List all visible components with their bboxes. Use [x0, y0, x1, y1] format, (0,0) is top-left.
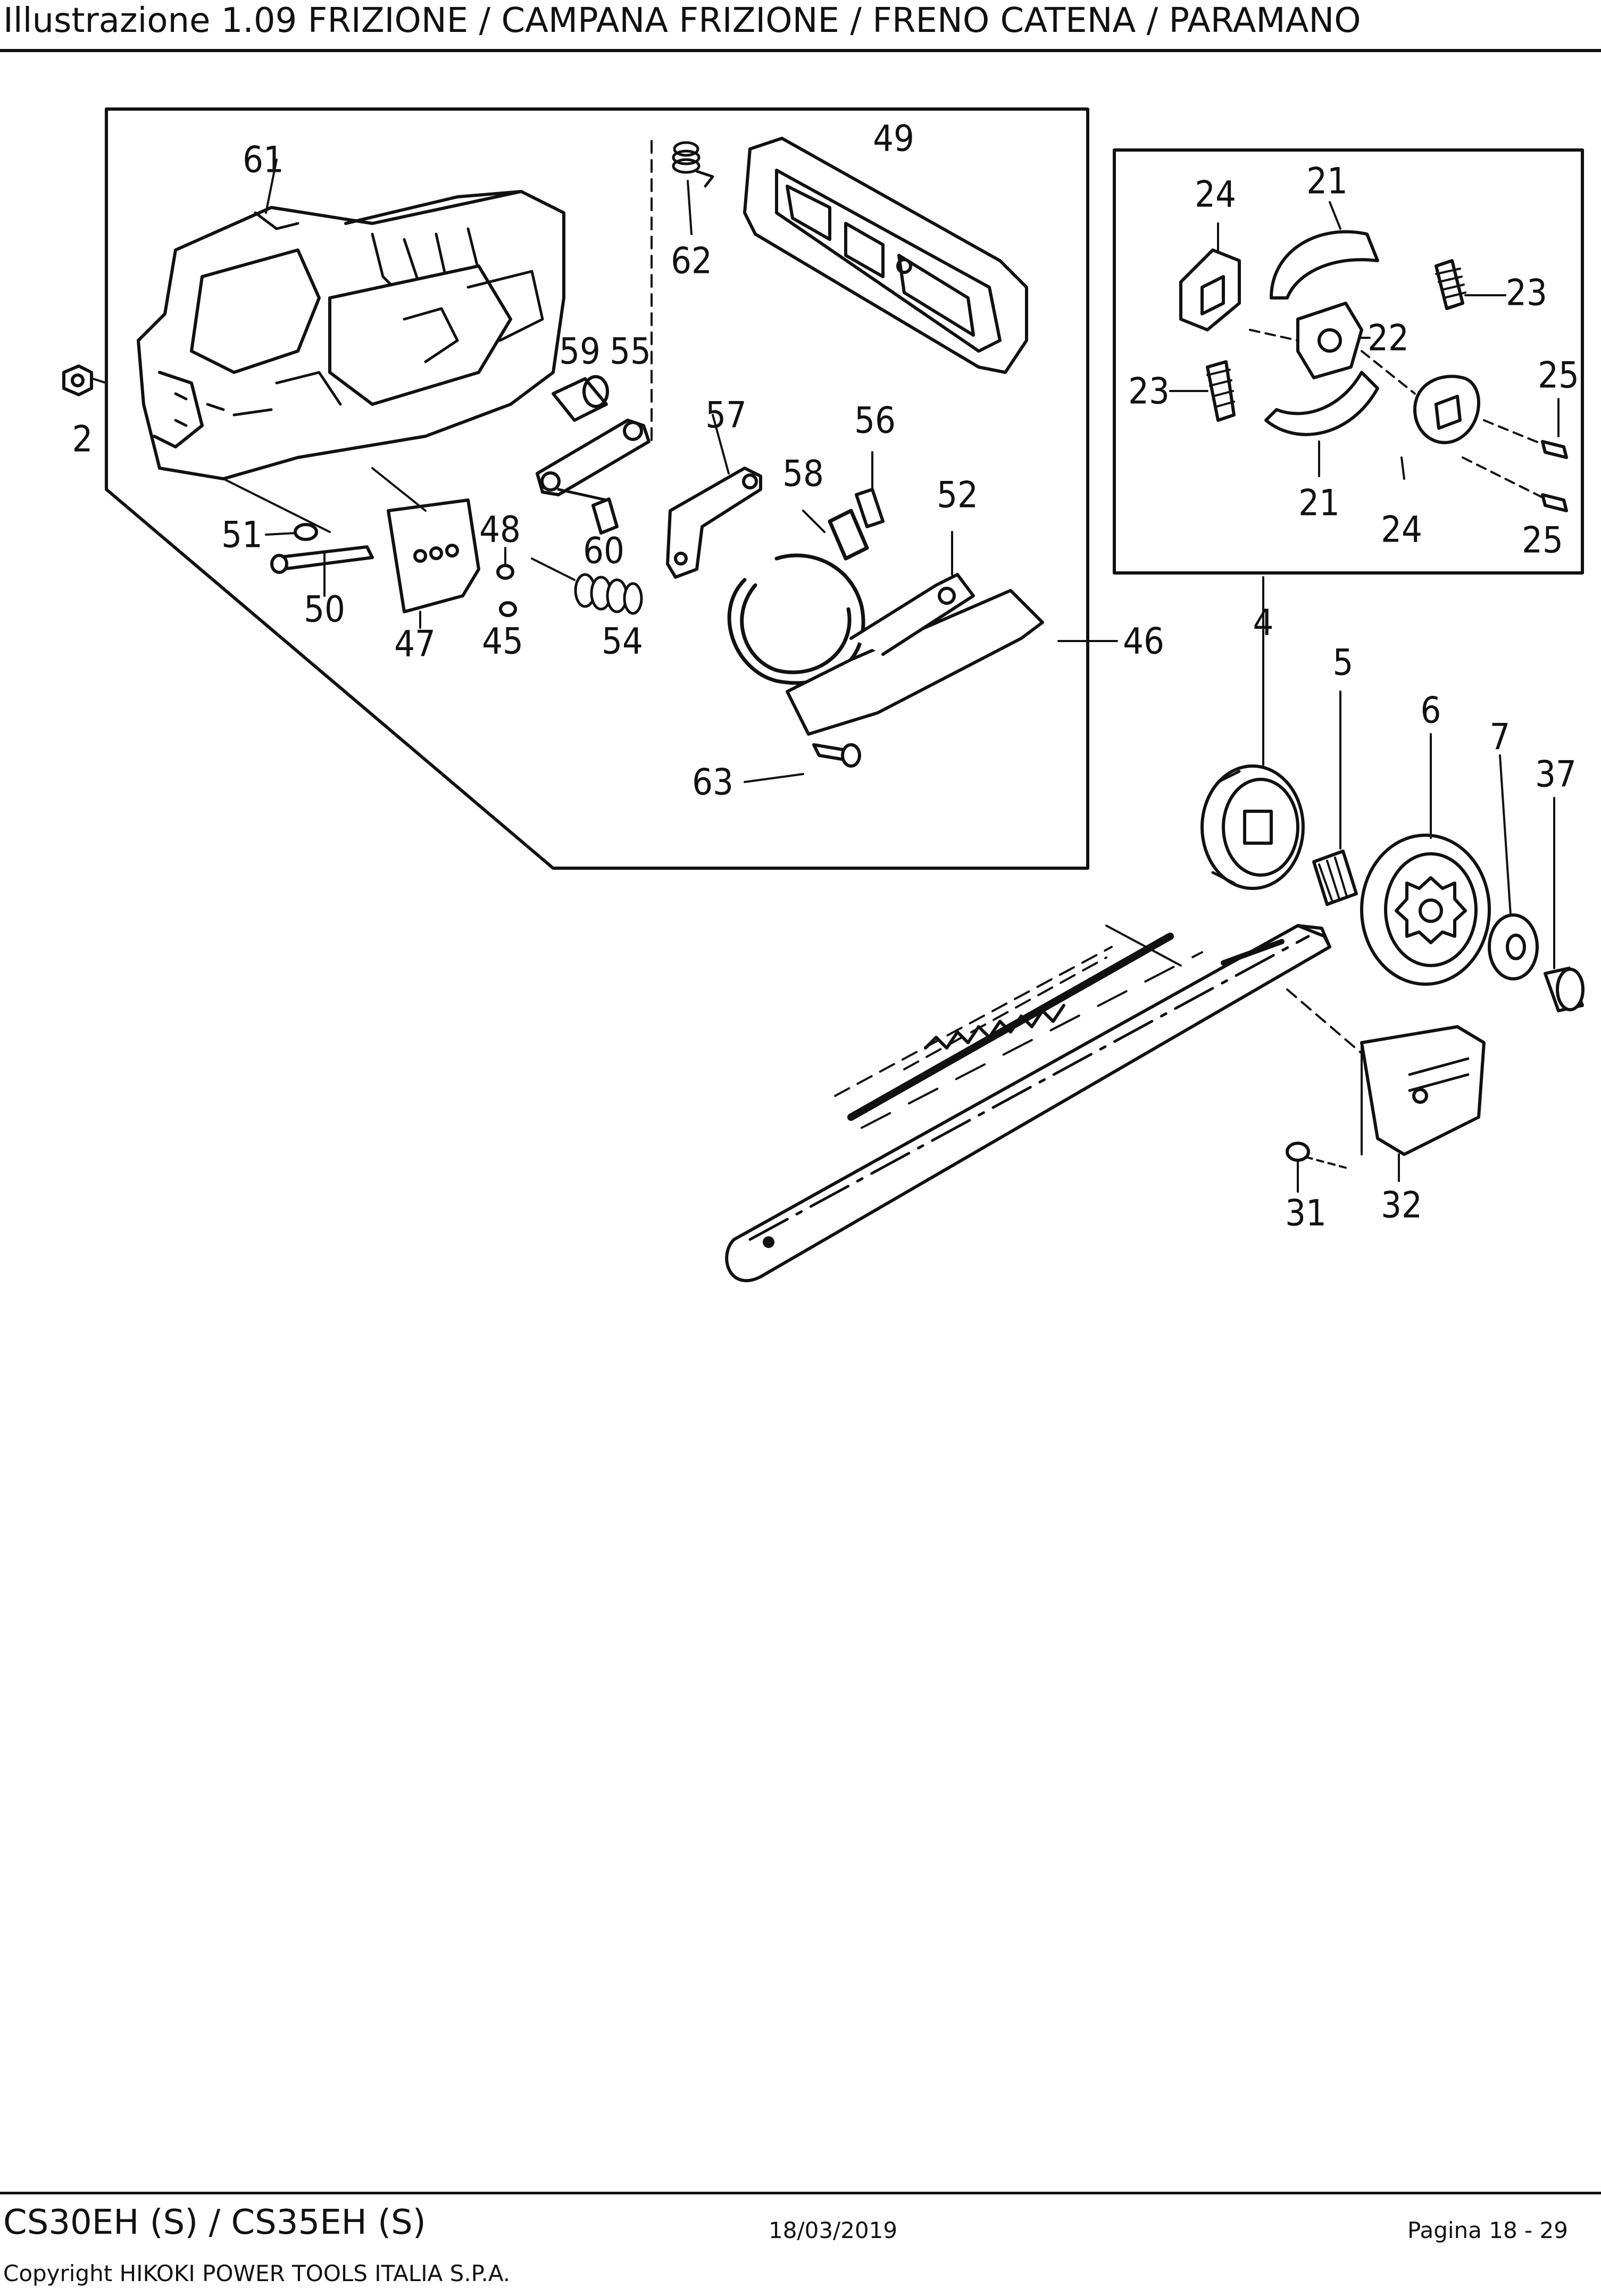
- part-label: 24: [1381, 509, 1422, 551]
- cover-plate-part-32: [1360, 1025, 1486, 1182]
- roller-part-60: [591, 497, 619, 535]
- page-number: Pagina 18 - 29: [1407, 2217, 1568, 2243]
- part-label: 56: [854, 400, 896, 442]
- crankcase-housing: [137, 190, 565, 480]
- part-label: 31: [1285, 1193, 1327, 1235]
- part-label: 45: [482, 621, 523, 663]
- part-label: 4: [1253, 602, 1274, 644]
- document-date: 18/03/2019: [769, 2217, 898, 2243]
- part-label: 50: [304, 589, 345, 631]
- copyright-notice: Copyright HIKOKI POWER TOOLS ITALIA S.P.…: [3, 2260, 511, 2286]
- part-label: 58: [782, 453, 824, 495]
- part-label: 57: [705, 395, 747, 437]
- part-label: 21: [1298, 483, 1340, 525]
- clutch-inset-frame: [1113, 148, 1584, 575]
- part-label: 25: [1522, 520, 1563, 562]
- main-assembly-frame: [105, 107, 1089, 870]
- bushing-part-37: [1544, 797, 1585, 1012]
- part-label: 23: [1128, 371, 1170, 413]
- screw-part-51: [265, 523, 318, 541]
- part-label: 37: [1535, 754, 1577, 796]
- part-label: 55: [610, 331, 651, 373]
- screw-part-63: [744, 743, 861, 783]
- clutch-inset-parts: [1169, 201, 1568, 512]
- part-label: 49: [873, 118, 914, 160]
- spring-part-62: [672, 141, 714, 235]
- part-label: 25: [1538, 355, 1579, 397]
- part-labels: 61 62 49 59 55 2 57 56 58 52 51 48 60 50…: [72, 118, 1579, 1235]
- part-label: 5: [1333, 642, 1354, 684]
- nut-part-2: [62, 364, 107, 396]
- clutch-part-4: [1200, 764, 1305, 890]
- pin-part-59: [552, 375, 609, 422]
- hand-guard-part-49: [743, 137, 1028, 374]
- washer-part-7: [1488, 754, 1539, 980]
- part-label: 63: [692, 762, 733, 804]
- header-rule: [0, 49, 1601, 52]
- part-label: 47: [394, 623, 436, 665]
- part-label: 6: [1421, 690, 1441, 732]
- model-name: CS30EH (S) / CS35EH (S): [3, 2203, 426, 2242]
- footer-rule: [0, 2192, 1601, 2194]
- bracket-part-57: [666, 414, 762, 579]
- part-label: 32: [1381, 1185, 1422, 1227]
- screw-part-45: [499, 601, 517, 617]
- bolt-part-50: [270, 545, 374, 597]
- screw-part-48: [496, 547, 514, 580]
- drum-part-6: [1360, 733, 1491, 986]
- link-part-55: [536, 419, 651, 502]
- screw-part-31: [1286, 1142, 1347, 1193]
- part-label: 54: [602, 621, 643, 663]
- guide-bar: [725, 924, 1331, 1283]
- dash-axis-bar: [1286, 988, 1363, 1054]
- part-label: 21: [1306, 161, 1348, 203]
- pin-part-56: [855, 451, 885, 528]
- part-label: 61: [243, 139, 284, 181]
- part-label: 52: [937, 475, 978, 517]
- part-label: 60: [583, 530, 624, 572]
- brake-band-part-58: [727, 509, 869, 685]
- spring-part-54: [531, 558, 643, 615]
- part-label: 59: [559, 331, 601, 373]
- part-label: 23: [1506, 272, 1547, 314]
- part-label: 2: [72, 419, 93, 461]
- plate-part-47: [387, 498, 480, 629]
- part-label: 62: [671, 240, 712, 282]
- brake-lever-part-52: [786, 531, 1044, 736]
- part-label: 7: [1490, 717, 1511, 759]
- leader-lines-left: [222, 159, 1118, 642]
- part-label: 24: [1195, 174, 1236, 216]
- bearing-part-5: [1312, 691, 1358, 906]
- part-label: 48: [479, 509, 521, 551]
- part-label: 22: [1367, 318, 1409, 360]
- part-label: 46: [1123, 621, 1164, 663]
- part-label: 51: [221, 514, 263, 556]
- page-title: Illustrazione 1.09 FRIZIONE / CAMPANA FR…: [3, 1, 1361, 40]
